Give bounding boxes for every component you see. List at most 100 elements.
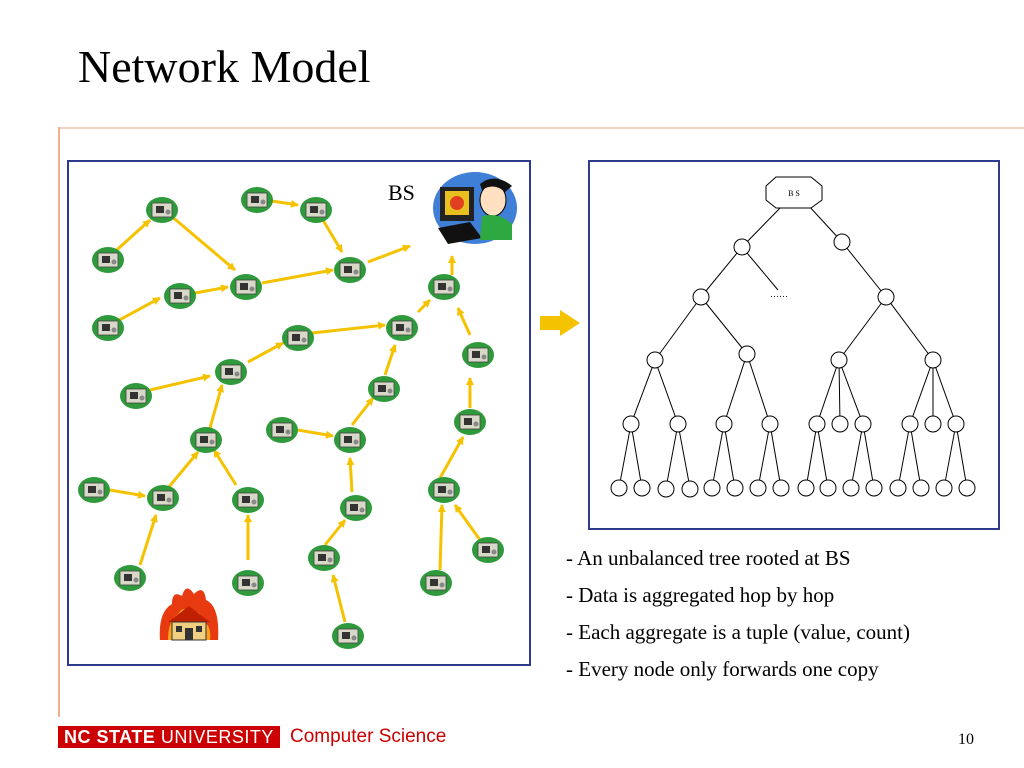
tree-leaf <box>726 479 744 497</box>
sensor-node-icon <box>453 408 487 436</box>
burning-house-icon <box>159 588 219 641</box>
sensor-node-icon <box>163 282 197 310</box>
brand-light: UNIVERSITY <box>160 727 274 747</box>
tree-node <box>669 415 687 433</box>
sensor-node-icon <box>119 382 153 410</box>
sensor-node-icon <box>91 246 125 274</box>
tree-nodes <box>610 233 976 498</box>
tree-node <box>761 415 779 433</box>
tree-leaf <box>842 479 860 497</box>
university-logo: NC STATE UNIVERSITY <box>58 726 280 748</box>
route-arrow <box>416 298 432 314</box>
sensor-node-icon <box>367 375 401 403</box>
sensor-node-icon <box>231 486 265 514</box>
tree-leaf <box>912 479 930 497</box>
tree-leaf <box>749 479 767 497</box>
route-arrow <box>166 451 200 489</box>
tree-node <box>831 415 849 433</box>
sensor-node-icon <box>339 494 373 522</box>
right-arrow-icon <box>540 310 580 336</box>
route-arrow <box>456 307 472 336</box>
tree-leaf <box>681 480 699 498</box>
route-arrow <box>437 504 446 571</box>
tree-node <box>924 415 942 433</box>
route-arrow <box>330 574 347 623</box>
tree-leaf <box>819 479 837 497</box>
sensor-node-icon <box>307 544 341 572</box>
tree-leaf <box>958 479 976 497</box>
tree-node <box>854 415 872 433</box>
route-arrow <box>453 504 482 541</box>
route-arrow <box>194 284 229 295</box>
route-arrow <box>297 428 334 439</box>
bullet-list: - An unbalanced tree rooted at BS - Data… <box>566 540 910 688</box>
tree-node <box>901 415 919 433</box>
sensor-node-icon <box>77 476 111 504</box>
bullet-item: - Every node only forwards one copy <box>566 657 879 681</box>
tree-node <box>738 345 756 363</box>
sensor-node-icon <box>265 416 299 444</box>
route-arrow <box>247 341 284 364</box>
routing-arrows <box>108 198 482 623</box>
brand-bold: NC STATE <box>64 727 156 747</box>
tree-leaf <box>889 479 907 497</box>
route-arrow <box>169 213 236 272</box>
page-number: 10 <box>958 731 974 748</box>
bullet-item: - An unbalanced tree rooted at BS <box>566 546 851 570</box>
tree-node <box>646 351 664 369</box>
tree-node <box>622 415 640 433</box>
sensor-node-icon <box>299 196 333 224</box>
tree-leaf <box>703 479 721 497</box>
tree-node <box>833 233 851 251</box>
sensor-node-icon <box>231 569 265 597</box>
department-name: Computer Science <box>290 726 447 747</box>
route-arrow <box>208 384 224 429</box>
route-arrow <box>346 457 355 493</box>
tree-ellipsis: …… <box>770 289 788 299</box>
sensor-node-icon <box>214 358 248 386</box>
base-station-label: BS <box>388 180 415 205</box>
tree-node <box>808 415 826 433</box>
sensor-node-icon <box>146 484 180 512</box>
sensor-node-icon <box>333 426 367 454</box>
sensor-node-icon <box>91 314 125 342</box>
tree-root-label: B S <box>788 189 800 198</box>
tree-root-node <box>765 176 823 209</box>
tree-node <box>877 288 895 306</box>
route-arrow <box>383 344 397 376</box>
tree-leaf <box>657 480 675 498</box>
tree-leaf <box>772 479 790 497</box>
sensor-node-icon <box>471 536 505 564</box>
bullet-item: - Each aggregate is a tuple (value, coun… <box>566 620 911 644</box>
sensor-node-icon <box>427 476 461 504</box>
route-arrow <box>438 436 465 479</box>
tree-node <box>692 288 710 306</box>
sensor-node-icon <box>281 324 315 352</box>
left-margin-line <box>58 127 60 717</box>
sensor-node-icon <box>229 273 263 301</box>
tree-leaf <box>935 479 953 497</box>
sensor-node-icon <box>427 273 461 301</box>
tree-node <box>947 415 965 433</box>
route-arrow <box>149 373 211 392</box>
route-arrow <box>261 267 334 285</box>
tree-node <box>924 351 942 369</box>
aggregation-tree-panel <box>588 160 1000 530</box>
title-divider <box>58 127 1024 129</box>
sensor-node-icon <box>189 426 223 454</box>
tree-leaf <box>865 479 883 497</box>
tree-leaf <box>633 479 651 497</box>
slide-title: Network Model <box>78 41 371 92</box>
sensor-node-icon <box>331 622 365 650</box>
tree-node <box>733 238 751 256</box>
route-arrow <box>138 514 158 566</box>
bullet-item: - Data is aggregated hop by hop <box>566 583 835 607</box>
aggregation-tree <box>618 176 968 489</box>
base-station-computer-icon <box>433 172 517 244</box>
tree-node <box>830 351 848 369</box>
sensor-node-icon <box>385 314 419 342</box>
tree-leaf <box>797 479 815 497</box>
route-arrow <box>350 397 375 426</box>
route-arrow <box>367 244 411 264</box>
